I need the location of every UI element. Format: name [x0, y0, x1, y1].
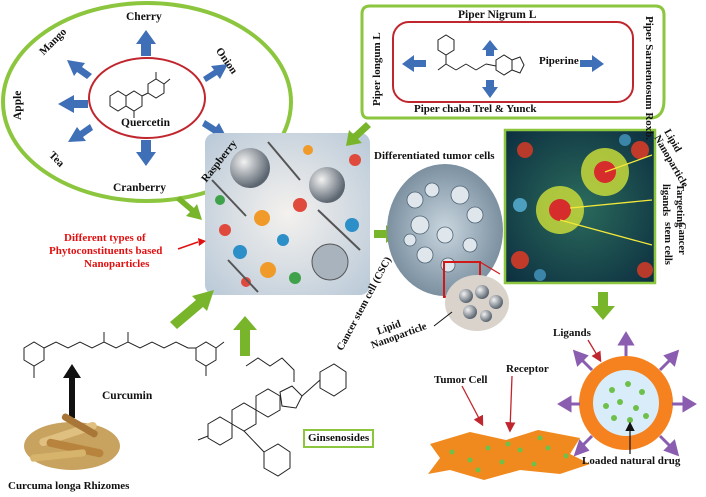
ligands-label: Ligands: [553, 327, 591, 339]
quercetin-source-cranberry: Cranberry: [113, 182, 167, 194]
piperine-structure: [437, 34, 525, 76]
arrow-panel-to-delivery: [591, 292, 615, 320]
piper-chaba-label: Piper chaba Trel & Yunck: [414, 103, 537, 115]
caption-arrowhead: [198, 238, 206, 246]
csc-zoom-line-1: [479, 261, 501, 275]
receptor-label: Receptor: [506, 363, 549, 375]
piperine-arrows: [402, 40, 604, 98]
arrow-to-onion: [203, 64, 228, 82]
delivery-pointer-arrows: [461, 339, 602, 433]
arrow-to-mango: [67, 60, 92, 79]
piper-nigrum-label: Piper Nigrum L: [458, 9, 537, 21]
tumor-cell-shape: [428, 430, 590, 480]
arrow-right-piperine: [580, 55, 604, 72]
quercetin-label: Quercetin: [121, 117, 170, 129]
ginsenosides-label: Ginsenosides: [303, 429, 375, 448]
arrow-curcumin-to-nano: [170, 290, 214, 329]
arrow-to-apple: [58, 95, 88, 113]
nanocarrier-drug-dots: [603, 381, 649, 423]
tumor-cell-label: Tumor Cell: [434, 374, 488, 386]
nanoparticle-caption-line-3: Nanoparticles: [84, 258, 150, 270]
piperine-label: Piperine: [539, 55, 579, 67]
tumor-cells-image: [387, 164, 509, 331]
arrow-to-cranberry: [136, 140, 156, 166]
curcumin-up-arrow: [63, 364, 81, 418]
arrow-down-piperine: [482, 80, 498, 98]
tumor-cells-title: Differentiated tumor cells: [374, 150, 495, 162]
arrow-up-piperine: [482, 40, 498, 56]
nanoparticle-image: [205, 133, 370, 295]
curcuma-rhizome-image: [24, 413, 120, 470]
tumor-cell-bumps: [403, 182, 484, 273]
arrow-left-piperine: [402, 55, 426, 72]
arrow-to-tea: [68, 124, 93, 142]
nanoparticle-spheres: [215, 145, 361, 287]
arrow-quercetin-to-nano: [176, 196, 202, 220]
nanocarrier: [579, 356, 673, 450]
caption-arrow: [177, 241, 199, 250]
piperine-group: [360, 4, 666, 120]
ginsenoside-structure: [197, 357, 347, 477]
arrow-piperine-to-nano: [346, 122, 371, 146]
tumor-cell-drug-dots: [449, 435, 569, 473]
arrow-to-cherry: [136, 30, 156, 56]
nanoparticle-caption-line-2: Phytoconstituents based: [49, 245, 163, 257]
lipid-pointer: [433, 311, 453, 327]
curcuma-label: Curcuma longa Rhizomes: [8, 480, 130, 492]
ligand-arrows: [557, 331, 697, 457]
curcumin-label: Curcumin: [102, 390, 153, 402]
curcumin-structure: [23, 332, 225, 378]
lipid-panel-image: [503, 128, 657, 285]
nanoparticle-rods: [211, 141, 361, 293]
quercetin-arrows: [58, 30, 228, 166]
quercetin-structure: [109, 72, 171, 118]
quercetin-source-cherry: Cherry: [126, 11, 162, 23]
arrow-ginsenoside-to-nano: [233, 316, 257, 356]
loaded-drug-label: Loaded natural drug: [582, 455, 681, 467]
panel-pointer-lines: [559, 154, 653, 246]
panel-cells: [511, 134, 653, 281]
lipid-nanoparticle-zoom: [445, 275, 509, 331]
nanoparticle-caption-line-1: Different types of: [64, 232, 146, 244]
